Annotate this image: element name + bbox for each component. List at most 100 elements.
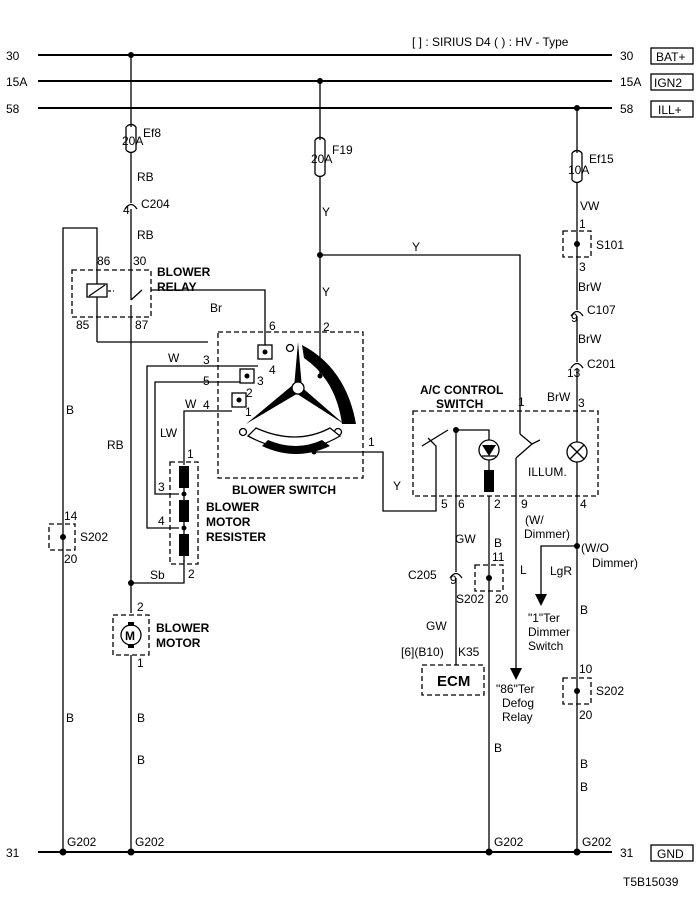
diagram-label: 20A xyxy=(311,152,332,166)
blower-motor: M 2 1 BLOWER MOTOR xyxy=(112,600,210,670)
diagram-label: 10A xyxy=(568,163,589,177)
diagram-label: (W/ xyxy=(525,513,544,527)
diagram-label: F19 xyxy=(332,143,353,157)
diagram-label: Defog xyxy=(502,696,534,710)
diagram-label: 4 xyxy=(269,363,276,377)
diagram-label: 10 xyxy=(579,662,593,676)
diagram-label: RB xyxy=(137,228,154,242)
diagram-label: 6 xyxy=(269,319,276,333)
fuse-ef15: 10A Ef15 xyxy=(568,149,614,184)
splice-s202-mid: 11 S202 20 xyxy=(456,550,509,606)
diagram-label: 30 xyxy=(133,254,147,268)
diagram-label: [6](B10) xyxy=(401,645,444,659)
diagram-label: B xyxy=(494,536,502,550)
diagram-label: Y xyxy=(393,479,401,493)
connector-c204: 4 C204 xyxy=(123,197,170,217)
diagram-label: RESISTER xyxy=(206,530,266,544)
diagram-label: W xyxy=(168,351,180,365)
bus-tag-ill: ILL+ xyxy=(658,103,682,117)
bus-tag-ign: IGN2 xyxy=(654,76,682,90)
diagram-label: 2 xyxy=(188,567,195,581)
diagram-label: L xyxy=(520,563,527,577)
diagram-label: SWITCH xyxy=(436,397,483,411)
diagram-label: 87 xyxy=(135,318,149,332)
diagram-label: 1 xyxy=(579,217,586,231)
diagram-label: 30 xyxy=(620,49,634,63)
diagram-label: ILLUM. xyxy=(528,465,567,479)
diagram-label: C201 xyxy=(587,357,616,371)
diagram-label: BLOWER xyxy=(157,265,211,279)
diagram-label: 3 xyxy=(158,480,165,494)
diagram-label: BrW xyxy=(578,280,602,294)
bus-bat: 30 30 BAT+ xyxy=(6,47,694,65)
diagram-label: 3 xyxy=(579,260,586,274)
diagram-label: RELAY xyxy=(157,280,197,294)
diagram-label: W xyxy=(185,397,197,411)
diagram-label: B xyxy=(580,603,588,617)
diagram-label: 11 xyxy=(492,550,505,564)
diagram-label: 13 xyxy=(567,366,581,380)
diagram-label: 4 xyxy=(123,203,130,217)
diagram-label: LgR xyxy=(550,564,572,578)
diagram-label: 3 xyxy=(203,353,210,367)
diagram-label: Ef15 xyxy=(589,152,614,166)
connector-c201: 13 C201 xyxy=(567,357,616,380)
bus-tag-gnd: GND xyxy=(657,847,684,861)
diagram-label: BLOWER xyxy=(206,500,260,514)
diagram-label: 9 xyxy=(521,497,528,511)
diagram-label: 20 xyxy=(579,708,593,722)
diagram-label: 1 xyxy=(137,656,144,670)
diagram-label: B xyxy=(494,741,502,755)
diagram-label: 30 xyxy=(6,49,20,63)
diagram-label: A/C CONTROL xyxy=(420,383,503,397)
diagram-label: MOTOR xyxy=(156,636,201,650)
diagram-label: G202 xyxy=(582,835,612,849)
splice-s202-right: 10 20 S202 xyxy=(562,662,624,722)
diagram-label: VW xyxy=(580,199,600,213)
diagram-label: "86"Ter xyxy=(496,682,535,696)
diagram-label: Dimmer) xyxy=(592,556,638,570)
diagram-label: 1 xyxy=(187,447,194,461)
blower-switch: 6 4 3 2 1 2 1 BLOWER SWITCH xyxy=(217,319,375,497)
ac-control-switch: A/C CONTROL SWITCH ILLUM. 1 3 5 6 2 9 4 xyxy=(412,383,599,511)
diagram-label: B xyxy=(137,753,145,767)
diagram-label: 85 xyxy=(76,318,90,332)
diagram-label: 31 xyxy=(620,846,634,860)
ecm-box: ECM xyxy=(421,664,485,696)
diagram-label: Y xyxy=(322,285,330,299)
diagram-label: 86 xyxy=(97,254,111,268)
diagram-label: Dimmer) xyxy=(524,527,570,541)
diagram-label: Switch xyxy=(528,639,563,653)
diagram-label: 1 xyxy=(518,395,525,409)
diagram-label: C107 xyxy=(587,303,616,317)
diagram-label: 5 xyxy=(441,497,448,511)
splice-s101: 1 3 S101 xyxy=(562,217,624,274)
diagram-label: RB xyxy=(137,170,154,184)
diagram-label: 20 xyxy=(495,592,509,606)
fuse-ef8: 20A Ef8 xyxy=(122,123,161,154)
diagram-label: BrW xyxy=(578,332,602,346)
diagram-label: 2 xyxy=(246,386,253,400)
blower-motor-resister: 1 3 4 BLOWER MOTOR RESISTER xyxy=(158,440,266,565)
diagram-label: 4 xyxy=(580,497,587,511)
header-note: [ ] : SIRIUS D4 ( ) : HV - Type xyxy=(412,35,569,49)
diagram-label: 2 xyxy=(323,320,330,334)
diagram-label: B xyxy=(66,711,74,725)
diagram-label: 15A xyxy=(6,75,27,89)
diagram-label: 4 xyxy=(158,514,165,528)
diagram-label: 5 xyxy=(203,374,210,388)
diagram-label: B xyxy=(66,403,74,417)
diagram-label: BrW xyxy=(547,390,571,404)
connector-c107: 9 C107 xyxy=(570,303,616,325)
diagram-label: LW xyxy=(160,426,178,440)
bus-tag-bat: BAT+ xyxy=(656,50,685,64)
diagram-label: G202 xyxy=(135,835,165,849)
fuse-f19: 20A F19 xyxy=(311,136,353,178)
diagram-label: 20 xyxy=(64,552,78,566)
diagram-label: 6 xyxy=(458,497,465,511)
diagram-label: BLOWER SWITCH xyxy=(232,483,336,497)
diagram-label: 58 xyxy=(6,102,20,116)
diagram-label: Br xyxy=(210,301,222,315)
figure-id: T5B15039 xyxy=(623,875,679,889)
